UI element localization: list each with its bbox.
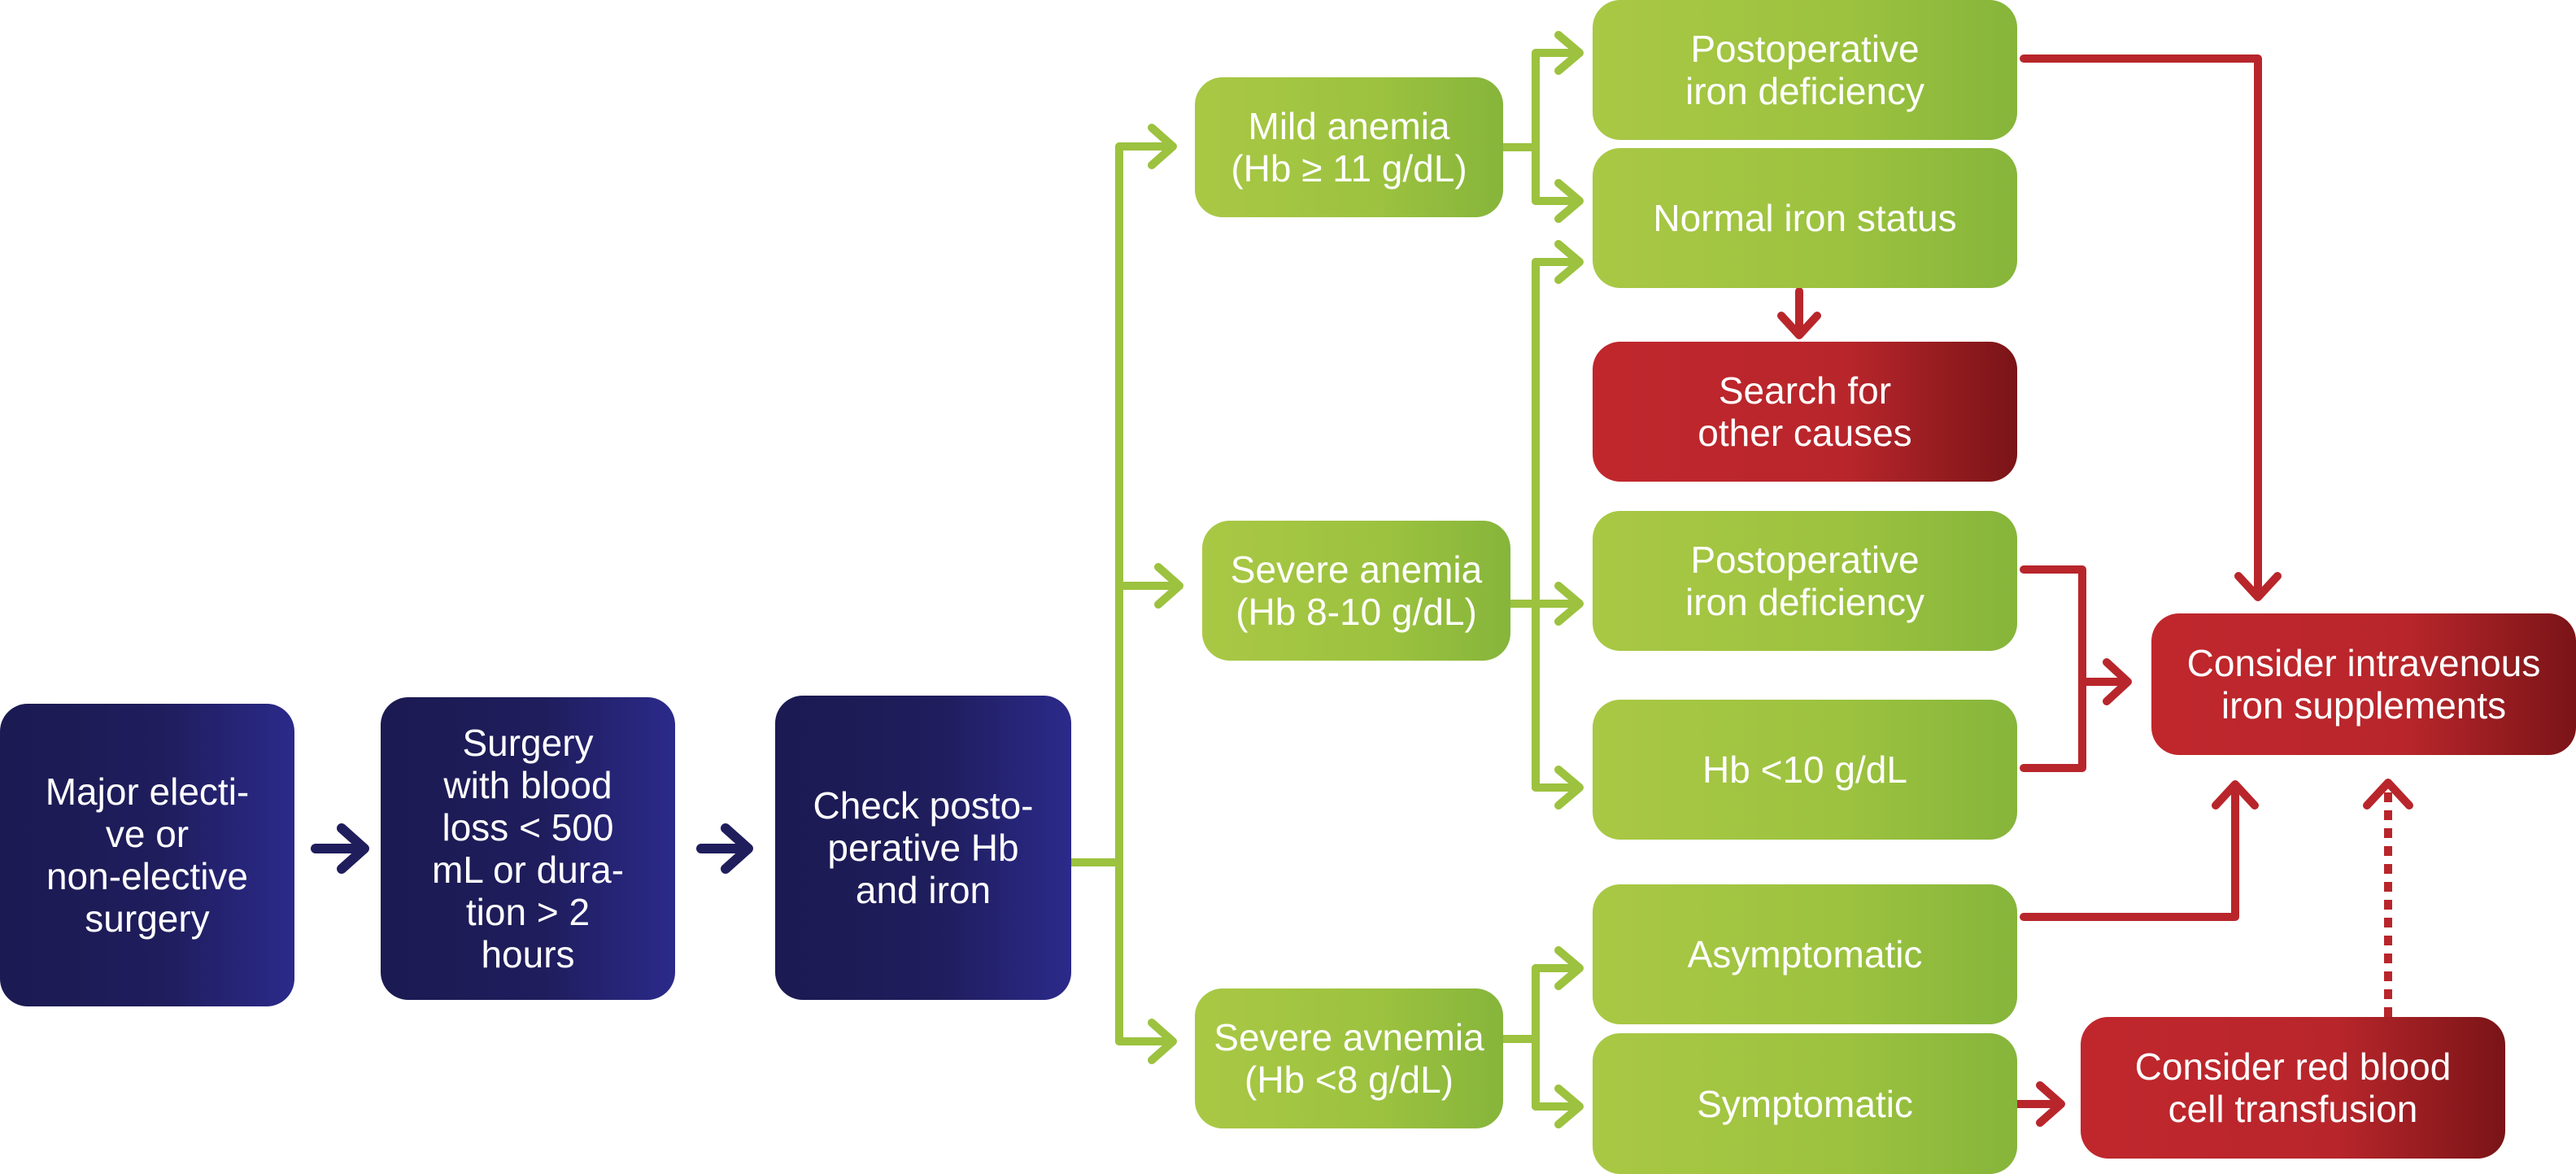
consider-iv-iron-node: Consider intravenous iron supplements — [2151, 613, 2576, 755]
check-hb-label: Check posto- perative Hb and iron — [813, 784, 1034, 911]
severe-avnemia-label: Severe avnemia (Hb <8 g/dL) — [1214, 1016, 1484, 1101]
postop-iron-deficiency-node-1: Postoperative iron deficiency — [1593, 0, 2017, 140]
green-connectors — [1067, 31, 1584, 1128]
red-dashed-connector — [2363, 779, 2413, 1017]
check-hb-node: Check posto- perative Hb and iron — [775, 696, 1071, 1000]
consider-rbc-transfusion-label: Consider red blood cell transfusion — [2134, 1045, 2452, 1130]
normal-iron-status-label: Normal iron status — [1653, 197, 1957, 239]
consider-iv-iron-label: Consider intravenous iron supplements — [2186, 642, 2541, 727]
hb-below-10-label: Hb <10 g/dL — [1702, 748, 1907, 791]
arrow-surgery-to-check-head — [721, 823, 753, 874]
major-surgery-label: Major electi- ve or non-elective surgery — [45, 770, 250, 940]
consider-rbc-transfusion-node: Consider red blood cell transfusion — [2081, 1017, 2505, 1159]
postop-iron-deficiency-node-2: Postoperative iron deficiency — [1593, 511, 2017, 651]
normal-iron-status-node: Normal iron status — [1593, 148, 2017, 288]
surgery-blood-loss-label: Surgery with blood loss < 500 mL or dura… — [431, 722, 625, 975]
mild-anemia-label: Mild anemia (Hb ≥ 11 g/dL) — [1231, 105, 1467, 190]
severe-avnemia-node: Severe avnemia (Hb <8 g/dL) — [1195, 989, 1503, 1128]
postop-iron-deficiency-label-1: Postoperative iron deficiency — [1685, 28, 1925, 112]
mild-anemia-node: Mild anemia (Hb ≥ 11 g/dL) — [1195, 77, 1503, 217]
navy-arrows — [311, 823, 753, 874]
symptomatic-label: Symptomatic — [1697, 1082, 1913, 1125]
surgery-blood-loss-node: Surgery with blood loss < 500 mL or dura… — [381, 697, 675, 1000]
symptomatic-node: Symptomatic — [1593, 1033, 2017, 1174]
asymptomatic-node: Asymptomatic — [1593, 884, 2017, 1024]
postop-iron-deficiency-label-2: Postoperative iron deficiency — [1685, 539, 1925, 623]
red-connectors — [1777, 55, 2282, 1127]
asymptomatic-label: Asymptomatic — [1687, 933, 1923, 975]
search-other-causes-label: Search for other causes — [1698, 369, 1912, 454]
hb-below-10-node: Hb <10 g/dL — [1593, 700, 2017, 840]
severe-anemia-label: Severe anemia (Hb 8-10 g/dL) — [1230, 548, 1483, 633]
arrow-major-to-surgery-head — [337, 823, 369, 874]
search-other-causes-node: Search for other causes — [1593, 342, 2017, 482]
severe-anemia-node: Severe anemia (Hb 8-10 g/dL) — [1202, 521, 1510, 661]
major-surgery-node: Major electi- ve or non-elective surgery — [0, 704, 294, 1006]
